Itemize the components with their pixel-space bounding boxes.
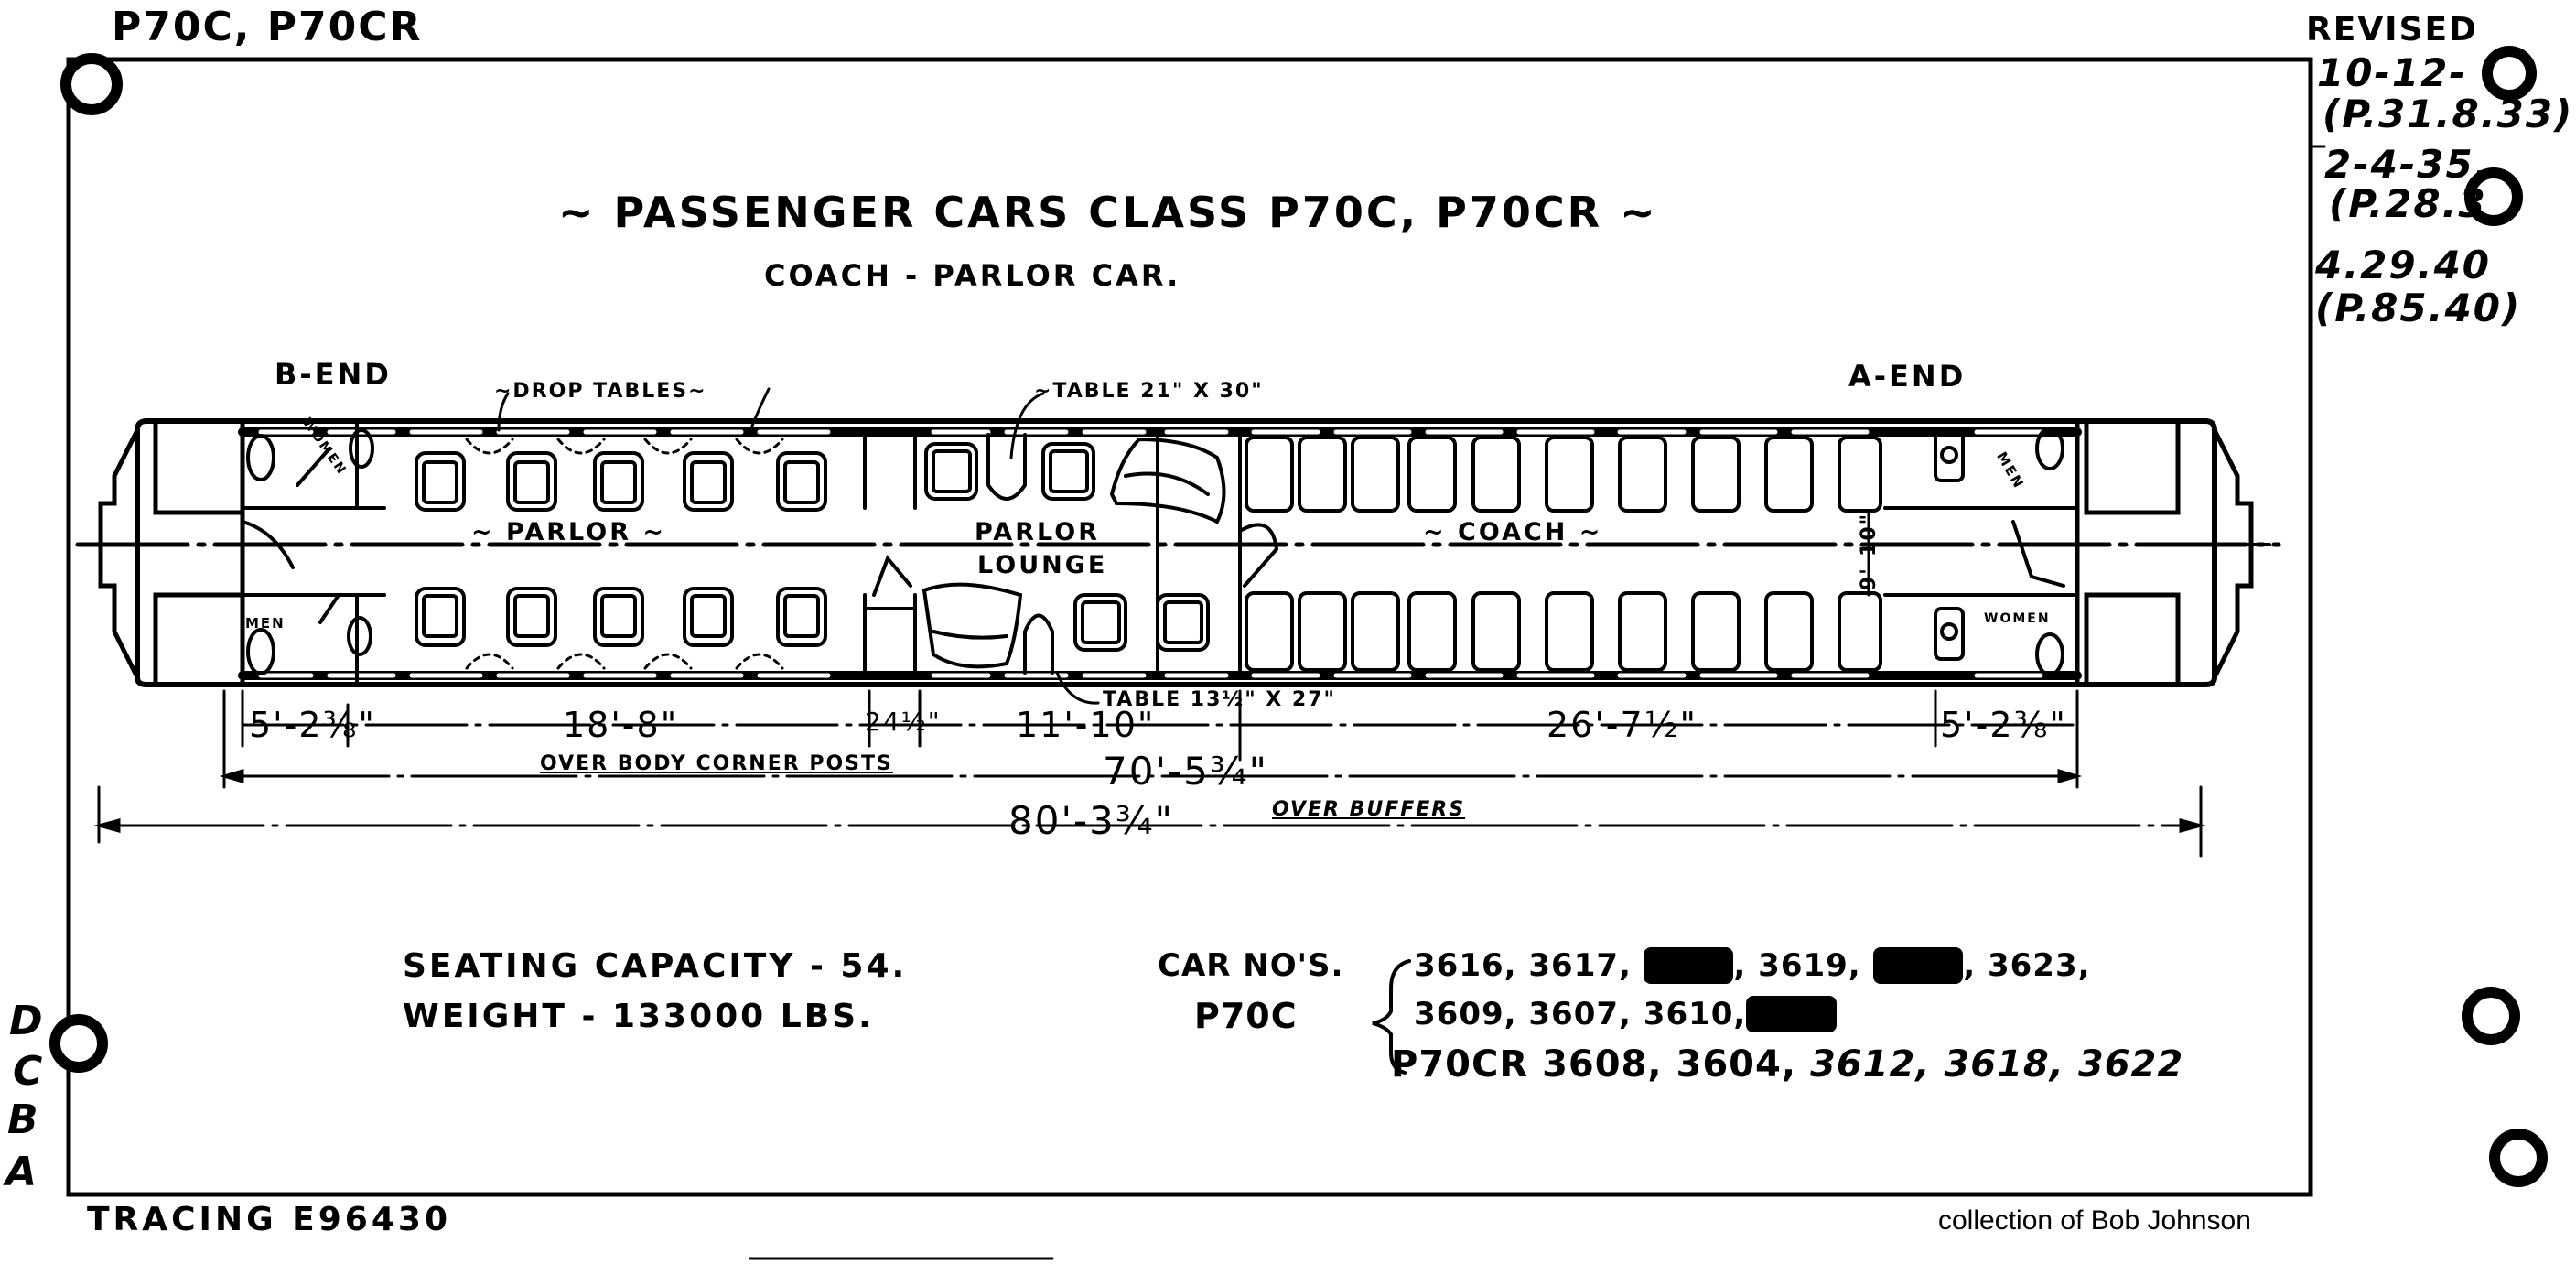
- seating-capacity: SEATING CAPACITY - 54.: [403, 947, 908, 985]
- drawing-border: [66, 57, 2313, 1197]
- dimension-label: 26'-7½": [1547, 705, 1698, 745]
- toilet-label: MEN: [245, 615, 286, 632]
- car-number: 3607,: [1528, 996, 1632, 1032]
- zone-marker: C: [13, 1048, 45, 1095]
- revision-ref: (P.28.3: [2329, 181, 2487, 226]
- dimension-row-body: [219, 689, 2083, 789]
- zone-marker: D: [9, 998, 45, 1044]
- a-end-vestibule: [2075, 418, 2271, 687]
- room-label-parlor-lounge: LOUNGE: [977, 551, 1108, 579]
- room-label-coach: ~ COACH ~: [1423, 518, 1603, 546]
- over-body-corner-posts-label: OVER BODY CORNER POSTS: [540, 752, 893, 775]
- car-class-label: P70C: [1194, 996, 1298, 1036]
- a-end-label: A-END: [1848, 359, 1967, 394]
- parlor-chairs-top: [415, 451, 827, 512]
- tracing-number: TRACING E96430: [87, 1201, 451, 1238]
- over-buffers-label: OVER BUFFERS: [1272, 798, 1466, 821]
- b-end-label: B-END: [275, 357, 392, 392]
- lounge-furniture: [922, 433, 1226, 675]
- dimension-label: 18'-8": [563, 705, 679, 745]
- car-numbers-label: CAR NO'S.: [1158, 947, 1344, 984]
- car-number: , 3623,: [1963, 947, 2091, 984]
- dimension-label: 24½": [865, 707, 942, 737]
- drawing-title: ~ PASSENGER CARS CLASS P70C, P70CR ~: [558, 188, 1658, 237]
- revision-ref: (P.85.40): [2315, 286, 2522, 330]
- drawing-subtitle: COACH - PARLOR CAR.: [764, 258, 1181, 293]
- revision-ref: (P.31.8.33): [2323, 92, 2574, 136]
- toilet-label: WOMEN: [1984, 611, 2051, 626]
- parlor-chairs-bottom: [415, 587, 827, 647]
- car-number-struck: 3618: [1643, 947, 1734, 984]
- car-numbers-brace: [1372, 959, 1411, 1075]
- over-buffers-value: 80'-3¾": [1008, 798, 1174, 843]
- revisions-label: REVISED: [2306, 11, 2478, 49]
- dimension-label: 11'-10": [1016, 705, 1156, 745]
- car-number: 3617,: [1528, 947, 1632, 984]
- car-numbers-p70cr-added: 3612, 3618, 3622: [1809, 1043, 2184, 1086]
- coach-seats-top: [1245, 436, 1882, 513]
- revision-date: 4.29.40: [2315, 243, 2492, 287]
- revision-date: 10-12-: [2317, 50, 2467, 95]
- punch-hole-marks: [49, 46, 2548, 1187]
- dimension-row-buffers: [93, 785, 2206, 858]
- coach-seats-bottom: [1245, 591, 1882, 672]
- over-body-corner-posts-value: 70'-5¾": [1103, 749, 1268, 794]
- b-end-toilets: [241, 419, 386, 686]
- car-number: 3610,: [1643, 996, 1747, 1032]
- dimension-label: 5'-2⅜": [249, 705, 376, 745]
- drop-tables: [465, 438, 784, 670]
- revision-date: 2-4-35.: [2324, 142, 2491, 187]
- car-number-struck: 3620: [1872, 947, 1964, 984]
- zone-marker: A: [5, 1149, 39, 1195]
- drop-tables-label: ~DROP TABLES~: [494, 380, 707, 403]
- car-numbers-p70c-line-2: 3609, 3607, 3610,3613: [1414, 996, 1837, 1032]
- corner-title: P70C, P70CR: [112, 4, 423, 50]
- b-end-vestibule: [81, 418, 245, 687]
- car-number: , 3619,: [1733, 947, 1861, 984]
- car-number-struck: 3613: [1746, 996, 1837, 1032]
- table-top-label: ~TABLE 21" X 30": [1034, 380, 1264, 403]
- aisle-width-dimension: 9'-10": [1858, 512, 1881, 591]
- weight: WEIGHT - 133000 LBS.: [403, 998, 874, 1035]
- room-label-parlor: ~ PARLOR ~: [471, 518, 667, 546]
- dimension-label: 5'-2⅜": [1940, 705, 2067, 745]
- car-numbers-p70c-line-1: 3616, 3617, 3618, 3619, 3620, 3623,: [1414, 947, 2091, 984]
- car-number: 3609,: [1414, 996, 1517, 1032]
- dimension-row-segments: [241, 689, 2079, 789]
- car-number: 3616,: [1414, 947, 1517, 984]
- car-body-outline: [135, 418, 2217, 687]
- car-numbers-p70cr: P70CR 3608, 3604,: [1391, 1043, 1797, 1086]
- car-numbers-p70cr-line: P70CR 3608, 3604, 3612, 3618, 3622: [1391, 1043, 2183, 1086]
- zone-marker: B: [7, 1097, 40, 1143]
- table-bottom-label: TABLE 13½" X 27": [1103, 688, 1337, 711]
- a-end-toilets: [1883, 427, 2079, 676]
- collection-credit: collection of Bob Johnson: [1938, 1205, 2251, 1236]
- room-label-parlor-lounge: PARLOR: [975, 518, 1100, 546]
